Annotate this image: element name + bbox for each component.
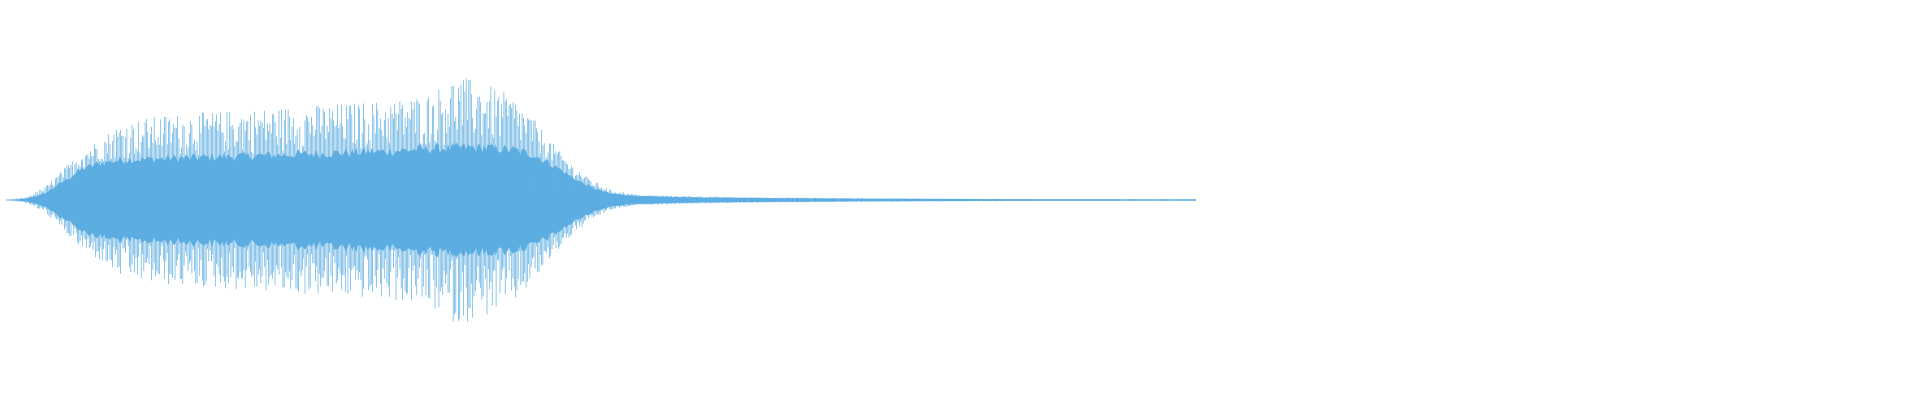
waveform-graphic — [6, 78, 1197, 322]
audio-waveform — [6, 78, 1197, 322]
